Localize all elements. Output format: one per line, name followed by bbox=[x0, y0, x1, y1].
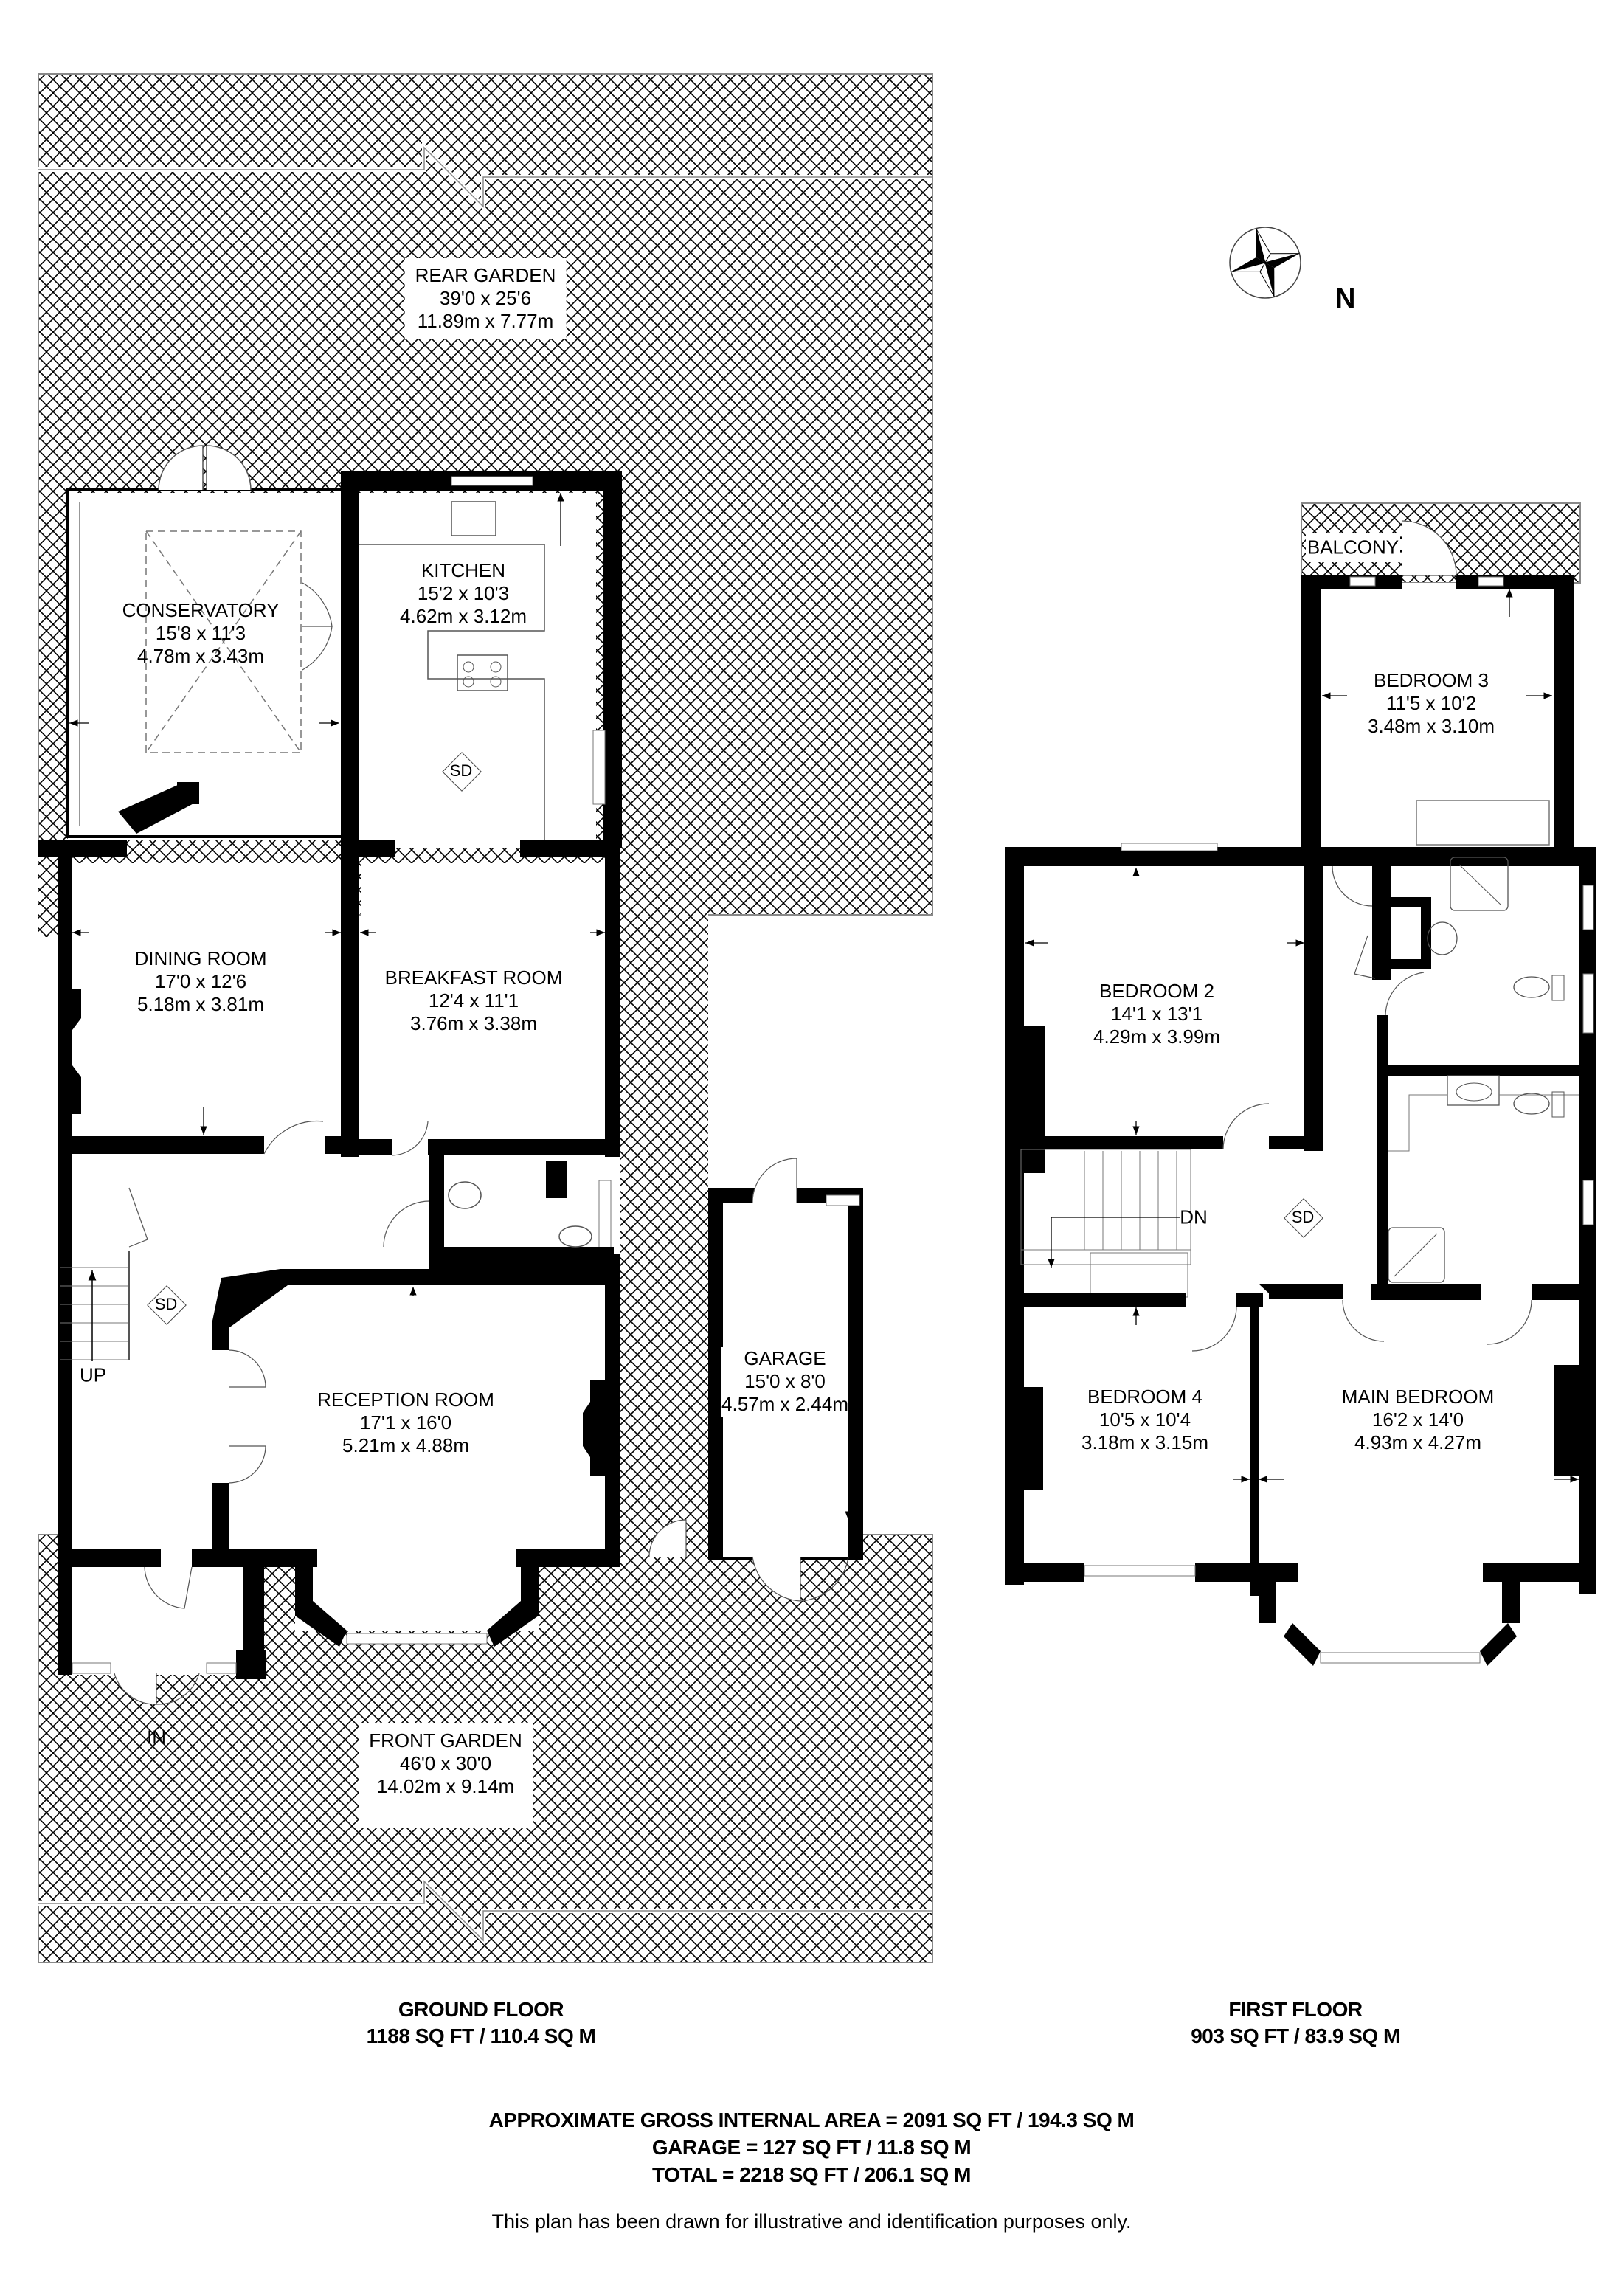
room-label-bedroom-3: BEDROOM 3 11'5 x 10'2 3.48m x 3.10m bbox=[1368, 669, 1495, 739]
area-summary: APPROXIMATE GROSS INTERNAL AREA = 2091 S… bbox=[489, 2107, 1135, 2189]
room-label-bedroom-4: BEDROOM 4 10'5 x 10'4 3.18m x 3.15m bbox=[1082, 1386, 1208, 1455]
gross-internal-area: APPROXIMATE GROSS INTERNAL AREA = 2091 S… bbox=[488, 2109, 1135, 2131]
room-label-breakfast-room: BREAKFAST ROOM 12'4 x 11'1 3.76m x 3.38m bbox=[384, 967, 563, 1036]
disclaimer-text: This plan has been drawn for illustrativ… bbox=[491, 2210, 1132, 2233]
room-label-dining-room: DINING ROOM 17'0 x 12'6 5.18m x 3.81m bbox=[134, 947, 267, 1017]
smoke-detector-hall: SD bbox=[145, 1284, 187, 1325]
garage-area: GARAGE = 127 SQ FT / 11.8 SQ M bbox=[651, 2135, 972, 2159]
compass-rose-icon bbox=[1229, 227, 1301, 299]
north-label: N bbox=[1335, 283, 1356, 314]
ground-floor-area: 1188 SQ FT / 110.4 SQ M bbox=[366, 2024, 596, 2048]
room-label-front-garden: FRONT GARDEN 46'0 x 30'0 14.02m x 9.14m bbox=[359, 1723, 533, 1828]
first-floor-caption: FIRST FLOOR 903 SQ FT / 83.9 SQ M bbox=[1191, 1996, 1400, 2050]
room-label-rear-garden: REAR GARDEN 39'0 x 25'6 11.89m x 7.77m bbox=[404, 258, 567, 339]
room-label-bedroom-2: BEDROOM 2 14'1 x 13'1 4.29m x 3.99m bbox=[1093, 980, 1220, 1049]
stairs-down-label: DN bbox=[1180, 1206, 1208, 1228]
room-label-reception-room: RECEPTION ROOM 17'1 x 16'0 5.21m x 4.88m bbox=[317, 1389, 494, 1458]
ground-floor-house bbox=[38, 445, 622, 1705]
room-label-kitchen: KITCHEN 15'2 x 10'3 4.62m x 3.12m bbox=[400, 559, 527, 628]
entrance-label: IN bbox=[147, 1726, 166, 1749]
side-passage bbox=[620, 848, 708, 1535]
smoke-detector-landing: SD bbox=[1282, 1197, 1323, 1238]
first-floor-area: 903 SQ FT / 83.9 SQ M bbox=[1191, 2024, 1400, 2048]
room-label-conservatory: CONSERVATORY 15'8 x 11'3 4.78m x 3.43m bbox=[122, 599, 280, 668]
stairs-up-label: UP bbox=[79, 1363, 107, 1386]
room-label-garage: GARAGE 15'0 x 8'0 4.57m x 2.44m bbox=[721, 1347, 848, 1417]
ground-floor-caption: GROUND FLOOR 1188 SQ FT / 110.4 SQ M bbox=[367, 1996, 596, 2050]
ground-floor-title: GROUND FLOOR bbox=[398, 1998, 564, 2021]
smoke-detector-kitchen: SD bbox=[440, 750, 482, 792]
room-label-main-bedroom: MAIN BEDROOM 16'2 x 14'0 4.93m x 4.27m bbox=[1341, 1386, 1495, 1455]
staircase-up bbox=[60, 1251, 130, 1361]
first-floor-house bbox=[1005, 502, 1596, 1666]
first-floor-title: FIRST FLOOR bbox=[1228, 1998, 1363, 2021]
total-area: TOTAL = 2218 SQ FT / 206.1 SQ M bbox=[652, 2162, 971, 2186]
room-label-balcony: BALCONY bbox=[1307, 536, 1399, 559]
